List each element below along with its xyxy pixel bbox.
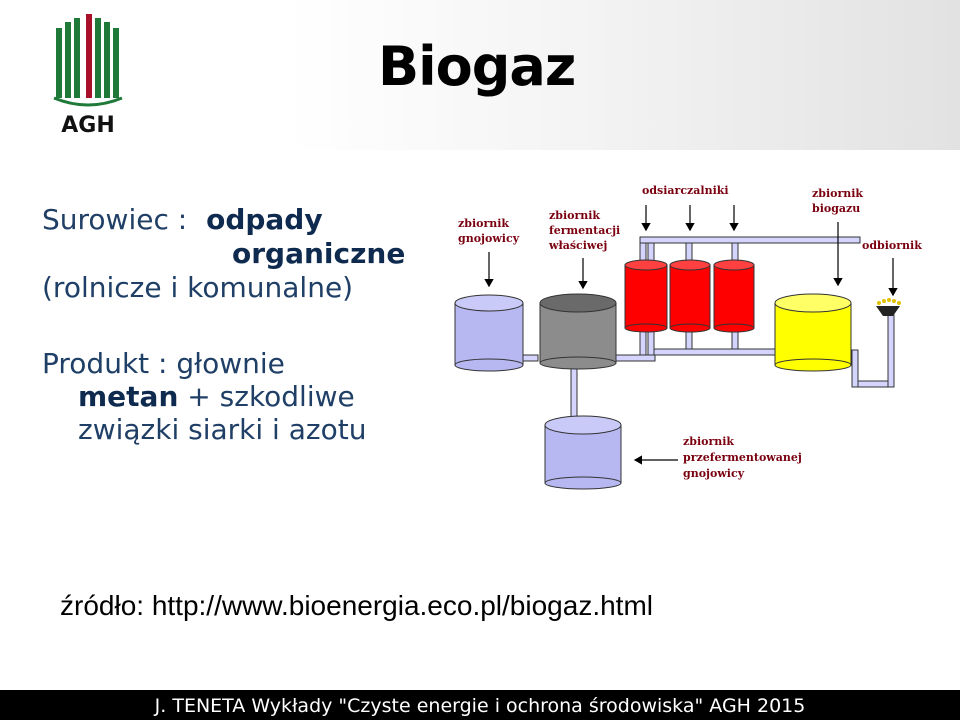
product-line-2-rest: + szkodliwe bbox=[178, 380, 355, 413]
biogas-tank bbox=[774, 293, 852, 372]
source-citation: źródło: http://www.bioenergia.eco.pl/bio… bbox=[60, 590, 653, 621]
logo-emblem bbox=[53, 14, 123, 107]
product-bold: metan bbox=[78, 380, 179, 413]
fermentation-tank bbox=[539, 293, 617, 370]
desulfurizer-1 bbox=[624, 259, 668, 333]
label-biogas-tank: zbiornik biogazu bbox=[812, 187, 867, 215]
header-band bbox=[0, 0, 960, 150]
logo-text: AGH bbox=[61, 113, 115, 138]
biogas-plant-diagram: zbiornik gnojowicy zbiornik fermentacji … bbox=[454, 184, 922, 490]
raw-material-bold-2: organiczne bbox=[232, 237, 406, 270]
product-line-2: metan + szkodliwe bbox=[78, 380, 355, 414]
raw-material-label: Surowiec : bbox=[42, 203, 188, 236]
receiver-burner bbox=[876, 298, 901, 316]
desulfurizers bbox=[624, 259, 755, 333]
raw-material-line-3: (rolnicze i komunalne) bbox=[42, 271, 354, 304]
footer-bar: J. TENETA Wykłady "Czyste energie i ochr… bbox=[0, 690, 960, 720]
desulfurizer-2 bbox=[669, 259, 711, 333]
raw-material-bold-1: odpady bbox=[206, 203, 323, 236]
arrows bbox=[484, 205, 898, 465]
label-receiver: odbiornik bbox=[862, 239, 922, 252]
slide-title: Biogaz bbox=[378, 35, 576, 98]
product-line-3: związki siarki i azotu bbox=[78, 413, 367, 446]
desulfurizer-3 bbox=[713, 259, 755, 333]
digested-manure-tank bbox=[544, 415, 622, 490]
manure-tank bbox=[454, 294, 524, 372]
label-desulfurizers: odsiarczalniki bbox=[642, 184, 729, 197]
label-fermentation-tank: zbiornik fermentacji właściwej bbox=[548, 209, 624, 252]
agh-logo: AGH bbox=[53, 14, 123, 138]
label-manure-tank: zbiornik gnojowicy bbox=[458, 217, 520, 245]
raw-material-line-1: Surowiec : odpady bbox=[42, 203, 323, 237]
label-digested-tank: zbiornik przefermentowanej gnojowicy bbox=[683, 435, 806, 480]
product-line-1: Produkt : głownie bbox=[42, 347, 285, 380]
